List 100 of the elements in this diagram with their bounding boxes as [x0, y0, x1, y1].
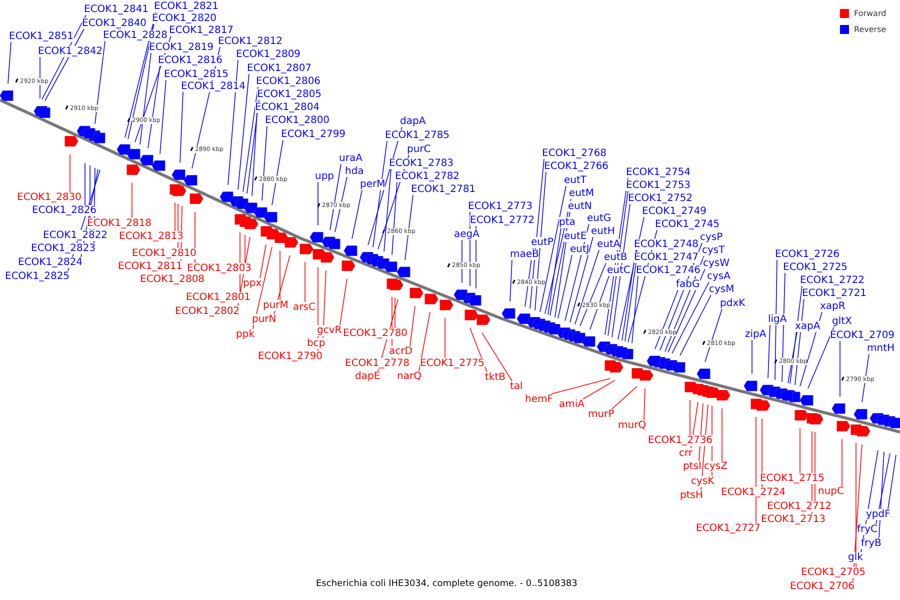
leader-line: [550, 378, 610, 394]
gene-label: pdxK: [720, 298, 746, 309]
gene-label: ECOK1_2800: [265, 115, 330, 126]
gene-label: ECOK1_2812: [218, 36, 283, 47]
leader-line: [808, 326, 834, 389]
gene-label: fabG: [676, 279, 700, 290]
gene-label: ECOK1_2780: [343, 328, 408, 339]
gene-label: ptsI: [683, 461, 702, 472]
gene-label: perM: [360, 179, 386, 190]
gene-label: hda: [345, 166, 364, 177]
leader-line: [252, 246, 272, 330]
leader-line: [540, 186, 566, 312]
gene-label: ECOK1_2830: [17, 192, 82, 203]
gene-label: ECOK1_2709: [830, 330, 895, 341]
gene-label: ECOK1_2815: [164, 69, 229, 80]
legend-label: Reverse: [854, 25, 886, 35]
leader-line: [612, 386, 638, 410]
gene-label: tktB: [485, 372, 506, 383]
gene-label: ECOK1_2705: [801, 567, 866, 578]
gene-label: ECOK1_2722: [800, 275, 865, 286]
gene-label: ECOK1_2783: [389, 158, 454, 169]
gene-label: cysA: [707, 271, 730, 282]
leader-line: [548, 228, 562, 316]
leader-line: [624, 262, 636, 342]
leader-line: [418, 312, 430, 372]
gene-label: ECOK1_2851: [9, 31, 74, 42]
gene-label: eutM: [569, 188, 594, 199]
gene-label: amiA: [559, 399, 584, 410]
gene-label: ECOK1_2706: [790, 581, 855, 592]
gene-label: ECOK1_2842: [38, 46, 103, 57]
gene-label: ECOK1_2725: [783, 262, 848, 273]
gene-label: eutC: [607, 265, 630, 276]
gene-label: ECOK1_2799: [281, 129, 346, 140]
leader-line: [774, 260, 778, 380]
gene-label: ECOK1_2813: [119, 231, 184, 242]
gene-label: ECOK1_2752: [628, 193, 693, 204]
leader-line: [148, 66, 160, 148]
gene-label: crr: [679, 448, 693, 459]
gene-label: narQ: [397, 371, 422, 382]
leader-line: [482, 332, 512, 382]
gene-label: cysM: [709, 284, 734, 295]
gene-label: tal: [510, 381, 523, 392]
gene-label: dapA: [400, 116, 426, 127]
gene-label: upp: [315, 171, 334, 182]
gene-label: ECOK1_2801: [186, 292, 251, 303]
gene-label: ptsH: [680, 490, 703, 501]
gene-label: ECOK1_2773: [468, 201, 533, 212]
gene-label: bcp: [307, 338, 326, 349]
gene-label: ECOK1_2821: [154, 1, 219, 12]
leader-line: [554, 242, 566, 318]
gene-label: ECOK1_2782: [395, 171, 460, 182]
gene-label: ECOK1_2778: [345, 358, 410, 369]
leader-line: [244, 234, 246, 264]
gene-label: eutT: [564, 175, 587, 186]
gene-label: eutP: [531, 237, 554, 248]
leader-line: [622, 250, 636, 341]
leader-line: [140, 52, 152, 145]
gene-label: fryC: [857, 524, 878, 535]
leader-line: [372, 140, 388, 248]
leader-line: [252, 112, 258, 196]
leader-line: [612, 204, 630, 338]
gene-label: ECOK1_2806: [256, 76, 321, 87]
gene-label: murP: [588, 409, 614, 420]
leader-line: [262, 126, 268, 201]
gene-label: ECOK1_2745: [655, 219, 720, 230]
gene-label: ECOK1_2736: [648, 435, 713, 446]
gene-label: ECOK1_2828: [103, 30, 168, 41]
leader-line: [878, 452, 884, 538]
gene-label: ECOK1_2772: [470, 215, 535, 226]
leader-line: [672, 282, 710, 354]
leader-line: [574, 250, 600, 325]
gene-label: ECOK1_2721: [802, 288, 867, 299]
gene-label: ECOK1_2713: [761, 514, 826, 525]
leader-line: [94, 40, 106, 124]
leader-line: [330, 164, 342, 230]
leader-line: [608, 190, 628, 336]
gene-label: ECOK1_2790: [258, 351, 323, 362]
gene-label: ECOK1_2809: [236, 49, 301, 60]
gene-label: purC: [407, 144, 431, 155]
gene-label: ECOK1_2820: [152, 13, 217, 24]
leader-line: [340, 278, 348, 326]
gene-label: ECOK1_2808: [140, 274, 205, 285]
gene-label: ECOK1_2824: [18, 257, 83, 268]
gene-label: cysZ: [704, 461, 728, 472]
gene-label: eutA: [597, 239, 620, 250]
gene-label: ECOK1_2811: [118, 261, 183, 272]
gene-label: ppx: [243, 278, 262, 289]
gene-label: ECOK1_2810: [132, 248, 197, 259]
gene-label: zipA: [745, 329, 766, 340]
leader-line: [632, 276, 638, 344]
gene-label: ECOK1_2805: [257, 89, 322, 100]
leader-line: [392, 182, 398, 256]
leader-line: [558, 254, 572, 319]
gene-label: purM: [263, 300, 288, 311]
leader-line: [580, 262, 606, 326]
gene-label: uraA: [339, 153, 362, 164]
gene-label: ECOK1_2727: [696, 523, 761, 534]
gene-label: glk: [848, 552, 863, 563]
leader-line: [768, 324, 770, 378]
gene-label: eutB: [604, 252, 628, 263]
